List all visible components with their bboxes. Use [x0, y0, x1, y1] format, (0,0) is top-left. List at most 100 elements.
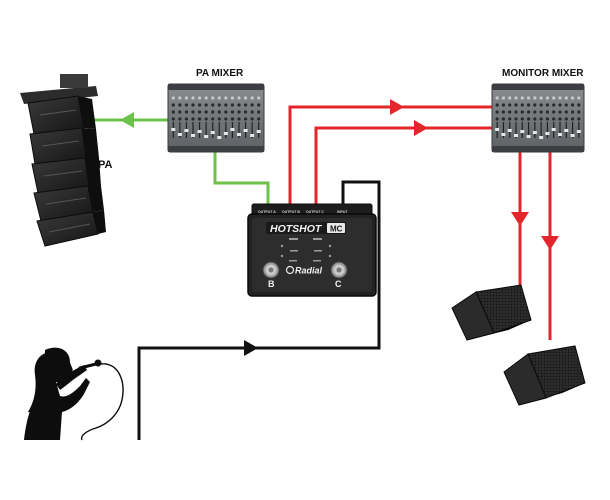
radial-logo: Radial — [285, 266, 323, 276]
footswitch-icon — [262, 261, 280, 279]
mixer-knob — [501, 103, 506, 107]
footswitch-c-label: C — [335, 279, 342, 289]
mixer-fader-cap — [210, 131, 215, 134]
mixer-fader-slot — [212, 122, 214, 138]
mixer-knob — [552, 117, 556, 121]
mixer-knob — [501, 117, 506, 121]
mixer-knob — [508, 110, 512, 114]
mixer-knob — [508, 117, 512, 121]
mixer-knob — [204, 110, 208, 114]
mixer-console-icon — [167, 83, 265, 153]
mixer-knob — [184, 110, 189, 114]
mixer-knob — [514, 96, 518, 100]
mixer-knob — [257, 103, 261, 107]
mixer-knob — [570, 117, 575, 121]
mixer-fader-cap — [230, 128, 235, 131]
footswitch-c[interactable]: C — [330, 261, 348, 289]
monitor-mixer: MONITOR MIXER — [491, 68, 585, 153]
mixer-fader-cap — [217, 136, 222, 139]
mixer-knob — [171, 96, 175, 100]
mixer-fader-cap — [558, 133, 562, 136]
mixer-knob — [495, 117, 499, 121]
mixer-knob — [237, 103, 241, 107]
stage-monitor-icon — [451, 284, 532, 341]
mixer-knob — [243, 117, 248, 121]
mixer-knob — [224, 96, 228, 100]
mixer-fader-slot — [571, 122, 574, 138]
mixer-fader-slot — [527, 122, 530, 138]
mixer-knob — [224, 110, 228, 114]
mixer-fader-cap — [171, 128, 176, 131]
mixer-fader-cap — [191, 134, 195, 137]
mixer-knob — [564, 117, 568, 121]
hotshot-logo: HOTSHOT — [270, 223, 323, 235]
mixer-knob — [514, 103, 518, 107]
mode-switches — [280, 238, 332, 262]
mixer-knob — [533, 103, 537, 107]
mixer-knob — [495, 103, 499, 107]
footswitch-b[interactable]: B — [262, 261, 280, 289]
hotshot-mc-switcher: OUTPUT A OUTPUT B OUTPUT C INPUT HOTSHOT… — [247, 203, 377, 297]
mixer-fader-cap — [532, 131, 537, 134]
mixer-fader-cap — [570, 134, 575, 137]
mixer-knob — [211, 103, 215, 107]
singer-silhouette-icon — [24, 347, 124, 441]
mixer-knob — [191, 117, 195, 121]
mixer-knob — [577, 117, 581, 121]
mixer-knob — [514, 117, 518, 121]
mixer-knob — [558, 96, 562, 100]
mixer-knob — [577, 110, 581, 114]
mixer-knob — [243, 110, 248, 114]
mixer-fader-cap — [177, 133, 182, 136]
jack-label-output-b: OUTPUT B — [282, 210, 300, 214]
mixer-knob — [501, 96, 506, 100]
mixer-knob — [508, 103, 512, 107]
stage-monitor-1 — [451, 284, 532, 341]
mixer-knob — [577, 96, 581, 100]
radial-brand-text: Radial — [295, 266, 323, 276]
mixer-knob — [545, 117, 550, 121]
mixer-knob — [237, 110, 241, 114]
stage-monitor-2 — [503, 345, 586, 406]
mixer-knob — [558, 103, 562, 107]
output-a-cable — [213, 150, 270, 206]
mixer-knob — [545, 96, 550, 100]
mixer-knob — [520, 96, 524, 100]
mixer-knob — [191, 96, 195, 100]
mixer-knob — [211, 96, 215, 100]
mixer-knob — [217, 96, 221, 100]
mixer-fader-cap — [184, 129, 189, 132]
mixer-knob — [533, 110, 537, 114]
flow-arrow-icon — [511, 212, 529, 226]
mixer-knob — [539, 103, 543, 107]
mixer-knob — [184, 96, 189, 100]
mixer-knob — [224, 117, 228, 121]
mixer-knob — [545, 103, 550, 107]
mixer-knob — [204, 103, 208, 107]
mixer-fader-cap — [551, 128, 556, 131]
mixer-fader-cap — [526, 135, 531, 138]
singer — [24, 347, 124, 441]
mixer-knob — [191, 103, 195, 107]
mixer-fader-cap — [204, 135, 209, 138]
mixer-knob — [539, 110, 543, 114]
mixer-fader-slot — [192, 122, 194, 138]
mixer-knob — [520, 110, 524, 114]
mixer-fader-cap — [256, 130, 261, 133]
mixer-knob — [520, 103, 524, 107]
mixer-fader-cap — [223, 132, 228, 135]
mixer-fader-cap — [514, 134, 518, 137]
mixer-knob — [552, 110, 556, 114]
mixer-knob — [171, 117, 175, 121]
mixer-knob — [570, 96, 575, 100]
mixer-knob — [526, 103, 531, 107]
mixer-knob — [577, 103, 581, 107]
pa-mixer-label: PA MIXER — [196, 68, 244, 79]
mixer-knob — [495, 96, 499, 100]
mixer-knob — [237, 96, 241, 100]
mixer-knob — [217, 117, 221, 121]
monitor-mixer-label: MONITOR MIXER — [502, 68, 584, 79]
mixer-knob — [171, 110, 175, 114]
mixer-knob — [250, 103, 254, 107]
mixer-knob — [217, 110, 221, 114]
